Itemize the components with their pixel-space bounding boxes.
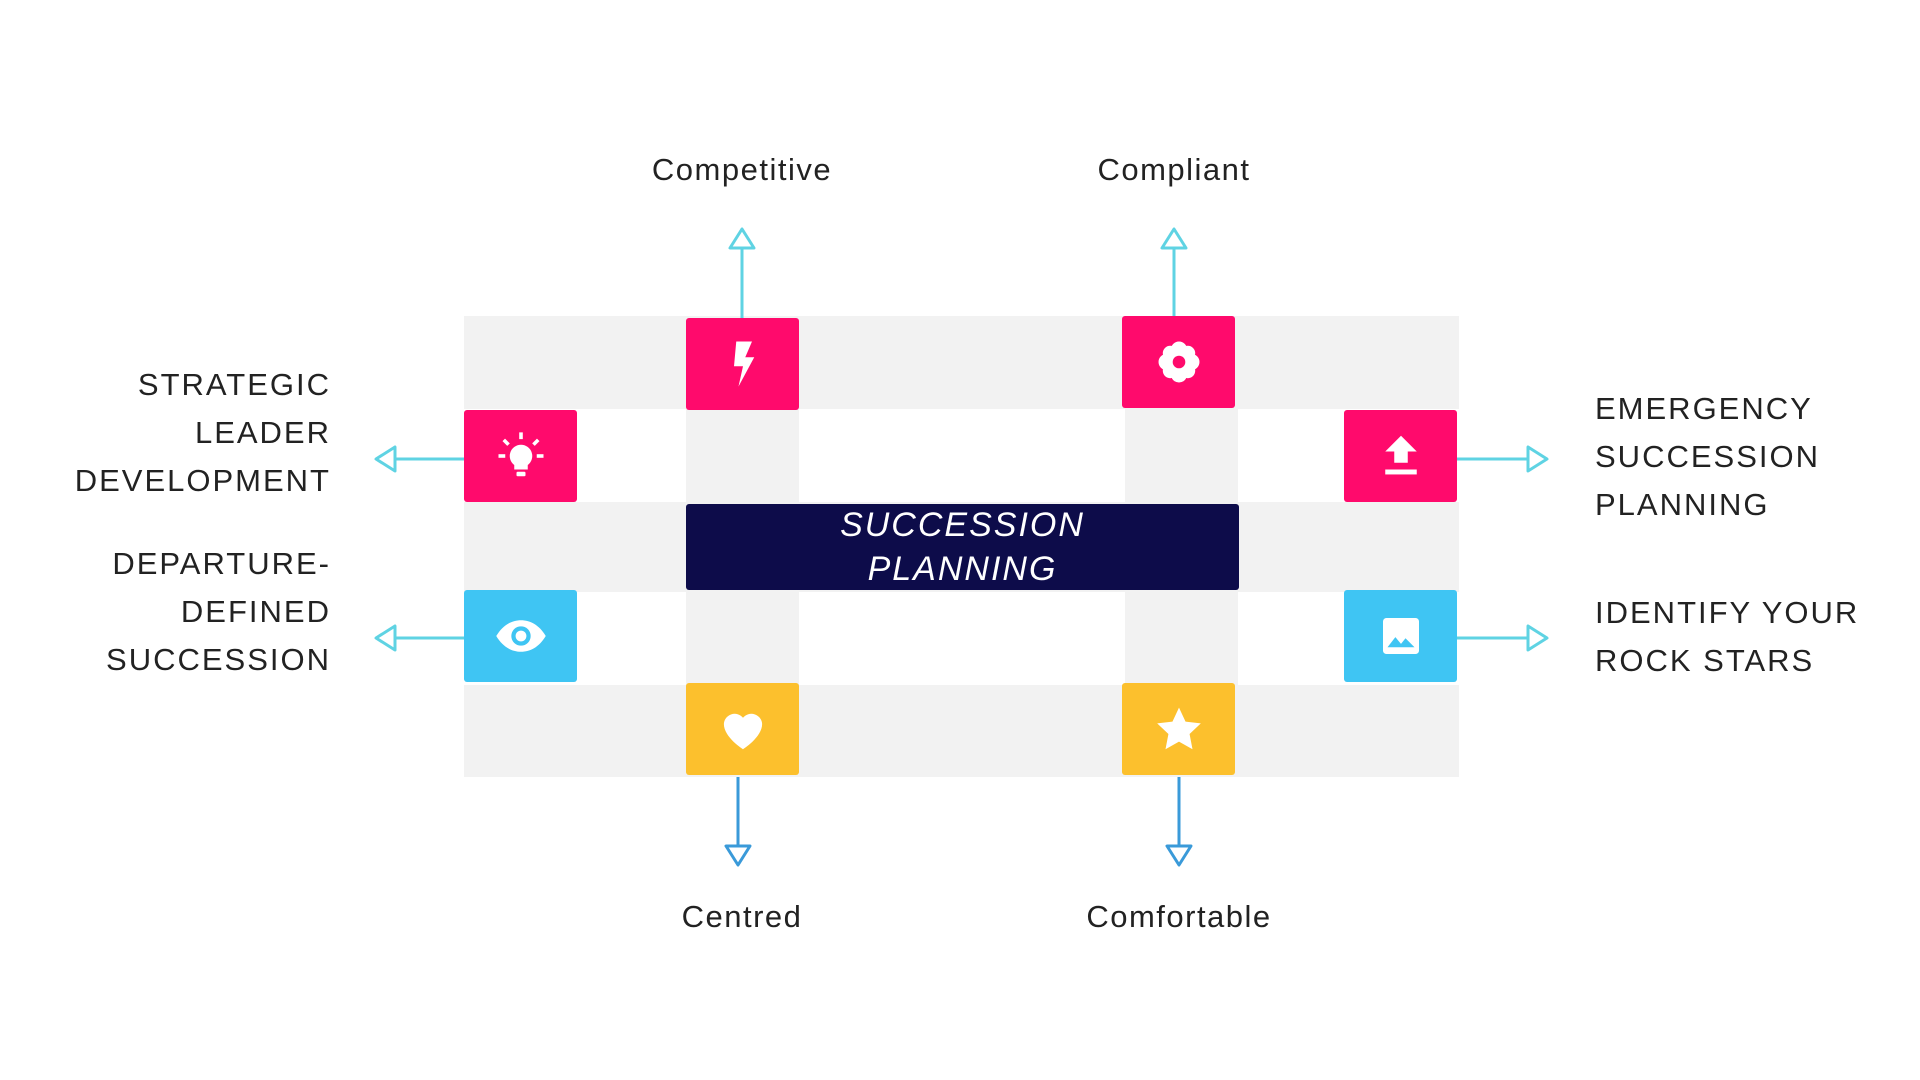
arrow-emergency — [1457, 445, 1549, 473]
label-emergency-line-1: EMERGENCY — [1595, 391, 1813, 426]
departure-box — [464, 590, 577, 682]
label-departure-defined-succession: DEPARTURE- DEFINED SUCCESSION — [31, 540, 331, 684]
label-strategic-line-1: STRATEGIC — [137, 367, 331, 402]
label-comfortable: Comfortable — [1086, 899, 1272, 934]
arrow-departure — [374, 624, 464, 652]
centred-box — [686, 683, 799, 775]
compliant-box — [1122, 316, 1235, 408]
succession-planning-title: SUCCESSION PLANNING — [686, 504, 1239, 590]
lightning-icon — [733, 341, 754, 387]
lightbulb-icon — [498, 432, 543, 477]
label-centred: Centred — [681, 899, 803, 934]
heart-icon — [723, 713, 762, 750]
strategic-box — [464, 410, 577, 502]
title-line-1: SUCCESSION — [840, 506, 1085, 544]
label-competitive: Competitive — [651, 152, 833, 187]
label-strategic-line-2: LEADER — [194, 415, 331, 450]
label-identify-line-1: IDENTIFY YOUR — [1595, 595, 1860, 630]
arrow-competitive — [728, 227, 756, 318]
label-identify-line-2: ROCK STARS — [1595, 643, 1815, 678]
emergency-box — [1344, 410, 1457, 502]
label-identify-your-rock-stars: IDENTIFY YOUR ROCK STARS — [1595, 589, 1920, 685]
star-icon — [1156, 707, 1201, 750]
eye-icon — [495, 620, 546, 652]
upload-icon — [1384, 435, 1417, 475]
label-emergency-line-3: PLANNING — [1595, 487, 1770, 522]
arrow-identify — [1457, 624, 1549, 652]
grid-band-top — [464, 316, 1459, 409]
label-emergency-succession-planning: EMERGENCY SUCCESSION PLANNING — [1595, 385, 1920, 529]
competitive-box — [686, 318, 799, 410]
title-line-2: PLANNING — [867, 550, 1058, 588]
label-strategic-line-3: DEVELOPMENT — [74, 463, 331, 498]
arrow-compliant — [1160, 227, 1188, 316]
comfortable-box — [1122, 683, 1235, 775]
label-emergency-line-2: SUCCESSION — [1595, 439, 1820, 474]
identify-box — [1344, 590, 1457, 682]
label-departure-line-3: SUCCESSION — [106, 642, 331, 677]
label-departure-line-1: DEPARTURE- — [112, 546, 331, 581]
image-icon — [1382, 618, 1419, 654]
label-strategic-leader-development: STRATEGIC LEADER DEVELOPMENT — [31, 361, 331, 505]
arrow-comfortable — [1165, 777, 1193, 867]
flower-icon — [1158, 341, 1199, 383]
label-compliant: Compliant — [1097, 152, 1251, 187]
label-departure-line-2: DEFINED — [180, 594, 331, 629]
arrow-strategic — [374, 445, 464, 473]
grid-band-bottom — [464, 685, 1459, 777]
arrow-centred — [724, 777, 752, 867]
